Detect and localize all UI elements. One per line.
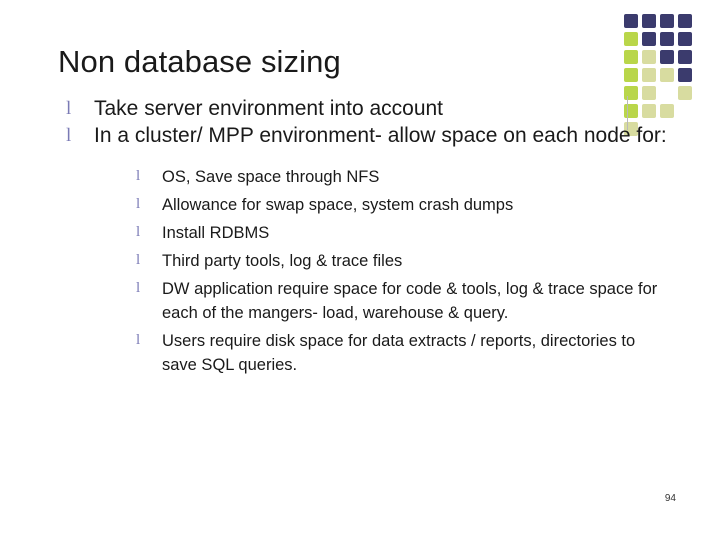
dot-icon — [660, 14, 674, 28]
dot-icon — [624, 14, 638, 28]
dot-icon — [642, 14, 656, 28]
dot-icon — [660, 50, 674, 64]
dot-icon — [624, 32, 638, 46]
bullet-icon: l — [66, 98, 72, 119]
bullet-icon: l — [136, 332, 141, 348]
list-item: l Users require disk space for data extr… — [132, 329, 668, 377]
dot-icon — [642, 50, 656, 64]
dot-icon — [660, 32, 674, 46]
list-item: l Third party tools, log & trace files — [132, 249, 668, 273]
list-item-label: Take server environment into account — [94, 97, 444, 120]
list-item-label: Third party tools, log & trace files — [162, 252, 403, 270]
slide-content: l Take server environment into account l… — [58, 96, 668, 381]
list-item-label: In a cluster/ MPP environment- allow spa… — [94, 124, 667, 147]
list-item-label: Users require disk space for data extrac… — [162, 332, 636, 374]
bullet-icon: l — [136, 168, 141, 184]
list-item: l Allowance for swap space, system crash… — [132, 193, 668, 217]
list-item: l Install RDBMS — [132, 221, 668, 245]
dot-icon — [678, 32, 692, 46]
bullet-list-level1: l Take server environment into account l… — [58, 96, 668, 377]
dot-grid-decoration — [624, 14, 706, 136]
page-number: 94 — [664, 493, 676, 504]
dot-icon — [678, 50, 692, 64]
dot-icon — [678, 104, 692, 118]
list-item-label: OS, Save space through NFS — [162, 168, 380, 186]
dot-icon — [678, 14, 692, 28]
bullet-icon: l — [136, 280, 141, 296]
list-item: l Take server environment into account — [58, 96, 668, 122]
dot-icon — [642, 32, 656, 46]
list-item-label: DW application require space for code & … — [162, 280, 658, 322]
dot-icon — [660, 68, 674, 82]
bullet-icon: l — [66, 125, 72, 146]
dot-icon — [624, 50, 638, 64]
dot-icon — [678, 86, 692, 100]
dot-icon — [642, 104, 656, 118]
list-item: l In a cluster/ MPP environment- allow s… — [58, 123, 668, 377]
bullet-icon: l — [136, 224, 141, 240]
dot-icon — [642, 86, 656, 100]
list-item-label: Install RDBMS — [162, 224, 270, 242]
bullet-list-level2: l OS, Save space through NFS l Allowance… — [94, 165, 668, 377]
list-item: l OS, Save space through NFS — [132, 165, 668, 189]
dot-icon — [642, 68, 656, 82]
bullet-icon: l — [136, 252, 141, 268]
vertical-rule-divider — [627, 96, 628, 130]
list-item: l DW application require space for code … — [132, 277, 668, 325]
bullet-icon: l — [136, 196, 141, 212]
list-item-label: Allowance for swap space, system crash d… — [162, 196, 514, 214]
page-title: Non database sizing — [58, 44, 341, 79]
dot-icon — [660, 104, 674, 118]
dot-icon — [660, 86, 674, 100]
dot-icon — [678, 68, 692, 82]
dot-icon — [624, 68, 638, 82]
